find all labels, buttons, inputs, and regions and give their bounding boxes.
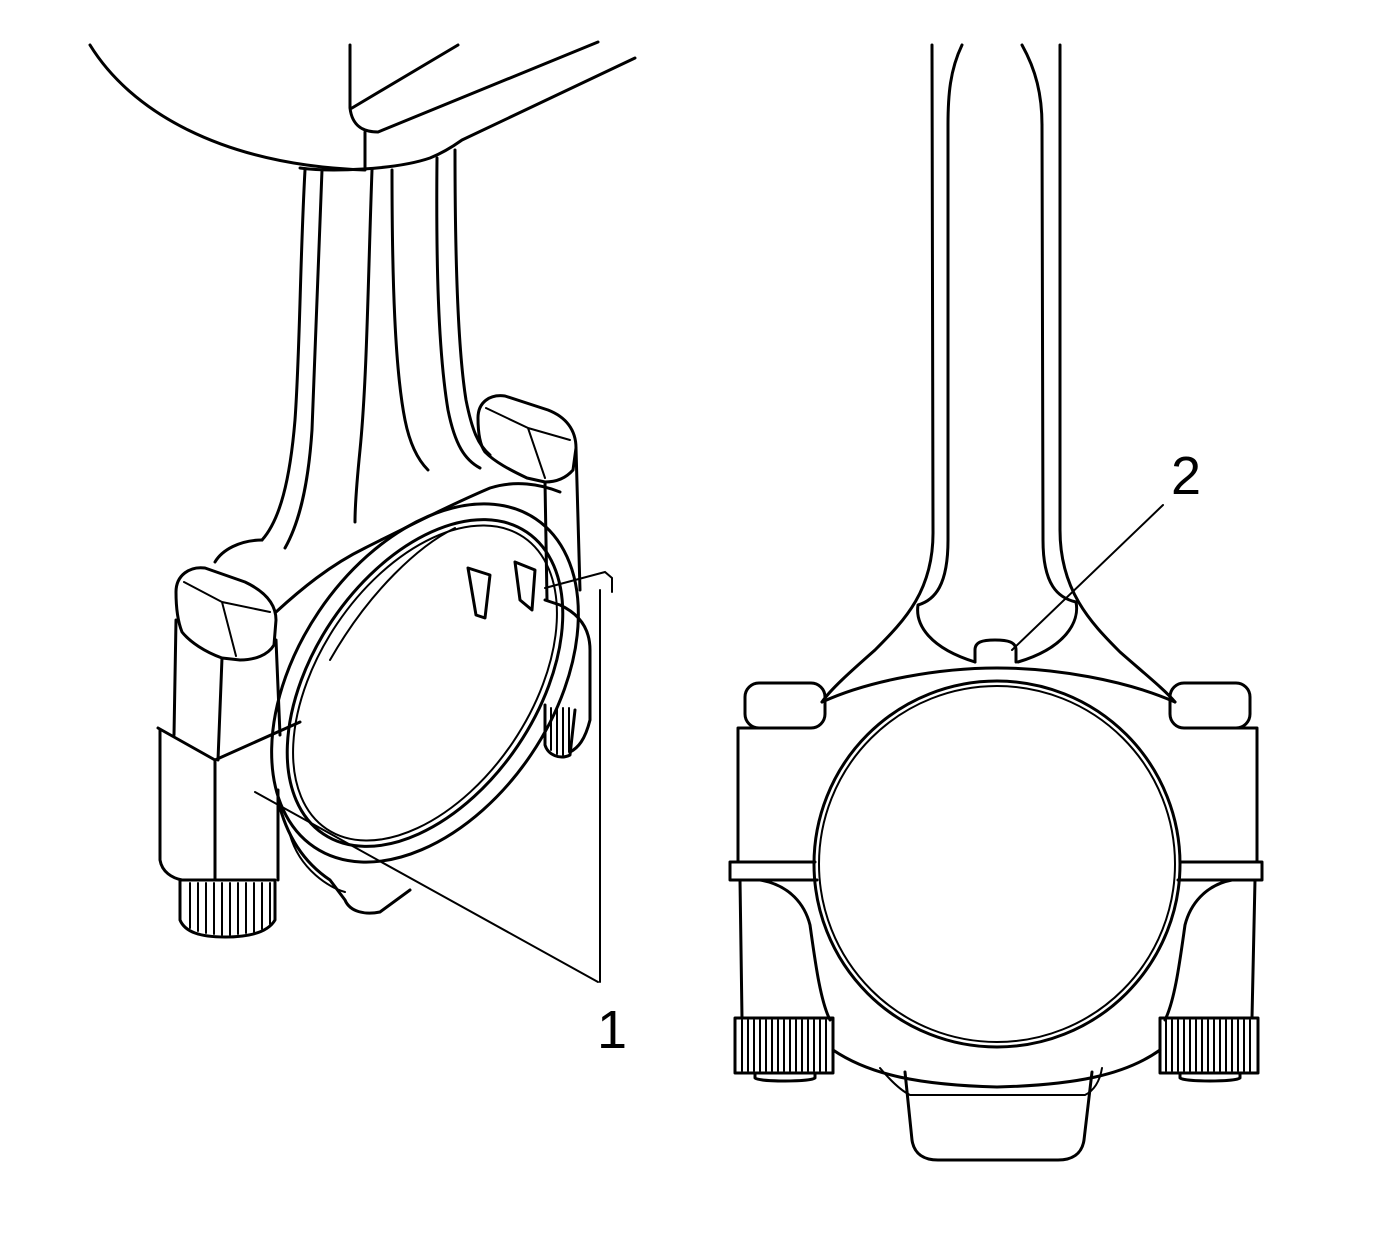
housing-left-shoulder: [213, 538, 264, 564]
bolt-end-lower-left: [178, 878, 277, 939]
parting-plane-left: [156, 720, 302, 777]
bore-bearing-edge: [818, 685, 1176, 1043]
big-end-upper-sides: [736, 726, 1259, 864]
cap-bolt-left: [733, 1016, 835, 1075]
left-connecting-rod-view: 1: [88, 40, 637, 1060]
bolt-boss-upper-right: [476, 394, 578, 484]
parting-line-left: [728, 860, 819, 882]
bearing-tang-right: [513, 560, 537, 612]
cap-bolt-right-end: [1178, 1071, 1242, 1083]
beam-outer-right: [1058, 43, 1177, 704]
bolt-boss-left: [743, 681, 827, 730]
cap-boss-lower-right: [543, 598, 592, 754]
cap-bottom: [831, 1048, 1162, 1089]
parting-line-right: [1176, 860, 1264, 882]
beam-channel-top: [946, 43, 1044, 127]
bolt-boss-upper-left: [174, 566, 278, 662]
cap-inner-curves: [758, 878, 1234, 1022]
piston-pin-boss: [348, 40, 600, 170]
bolt-end-lower-left-knurl: [189, 882, 271, 936]
rod-beam-flange-left: [283, 168, 324, 550]
callout-2-leader: [1011, 504, 1164, 651]
balance-pad: [903, 1070, 1094, 1162]
beam-inner-left: [916, 123, 977, 664]
bolt-boss-upper-left-body: [172, 618, 282, 762]
bearing-inner-edge: [292, 524, 558, 842]
bolt-boss-right: [1168, 681, 1252, 730]
bearing-outer-edge: [285, 518, 565, 848]
bolt-boss-upper-right-chamfer: [485, 407, 571, 479]
rod-beam-flange-right: [435, 156, 482, 470]
bolt-end-lower-right-knurl: [550, 707, 570, 756]
rod-beam-outer-left: [260, 168, 307, 542]
beam-inner-right: [1016, 123, 1079, 664]
callout-1-label: 1: [597, 1000, 627, 1060]
cap-bolt-right-knurl: [1165, 1019, 1251, 1072]
cap-bottom-inner-edge: [289, 834, 346, 893]
housing-top-face: [274, 482, 562, 614]
cap-bolt-right: [1158, 1016, 1260, 1075]
piston-skirt-curve: [88, 43, 367, 172]
rod-beam-outer-right: [453, 148, 492, 457]
cap-bolt-left-knurl: [741, 1019, 827, 1072]
piston-rod-junction: [298, 56, 637, 172]
big-end-top-arch: [820, 666, 1177, 704]
callout-2-label: 2: [1171, 446, 1201, 506]
bolt-end-lower-right: [543, 703, 577, 759]
locating-tab: [973, 638, 1018, 664]
bolt-boss-upper-left-chamfer: [183, 581, 271, 657]
bore-outer-edge: [812, 679, 1182, 1049]
rod-beam-web-left: [353, 168, 374, 524]
cap-bottom-left-view: [276, 798, 412, 915]
right-connecting-rod-view: 2: [728, 43, 1264, 1162]
cap-sides: [738, 878, 1257, 1020]
housing-face-rim: [270, 502, 580, 864]
callout-1-leader: [254, 570, 613, 983]
bolt-boss-upper-right-body: [543, 446, 582, 602]
rod-beam-web-right: [390, 168, 430, 472]
cap-bolt-left-end: [753, 1071, 817, 1083]
balance-pad-edge: [879, 1067, 1103, 1096]
beam-outer-left: [820, 43, 935, 704]
bearing-tang-left: [466, 566, 492, 620]
bearing-far-edge: [329, 527, 456, 661]
